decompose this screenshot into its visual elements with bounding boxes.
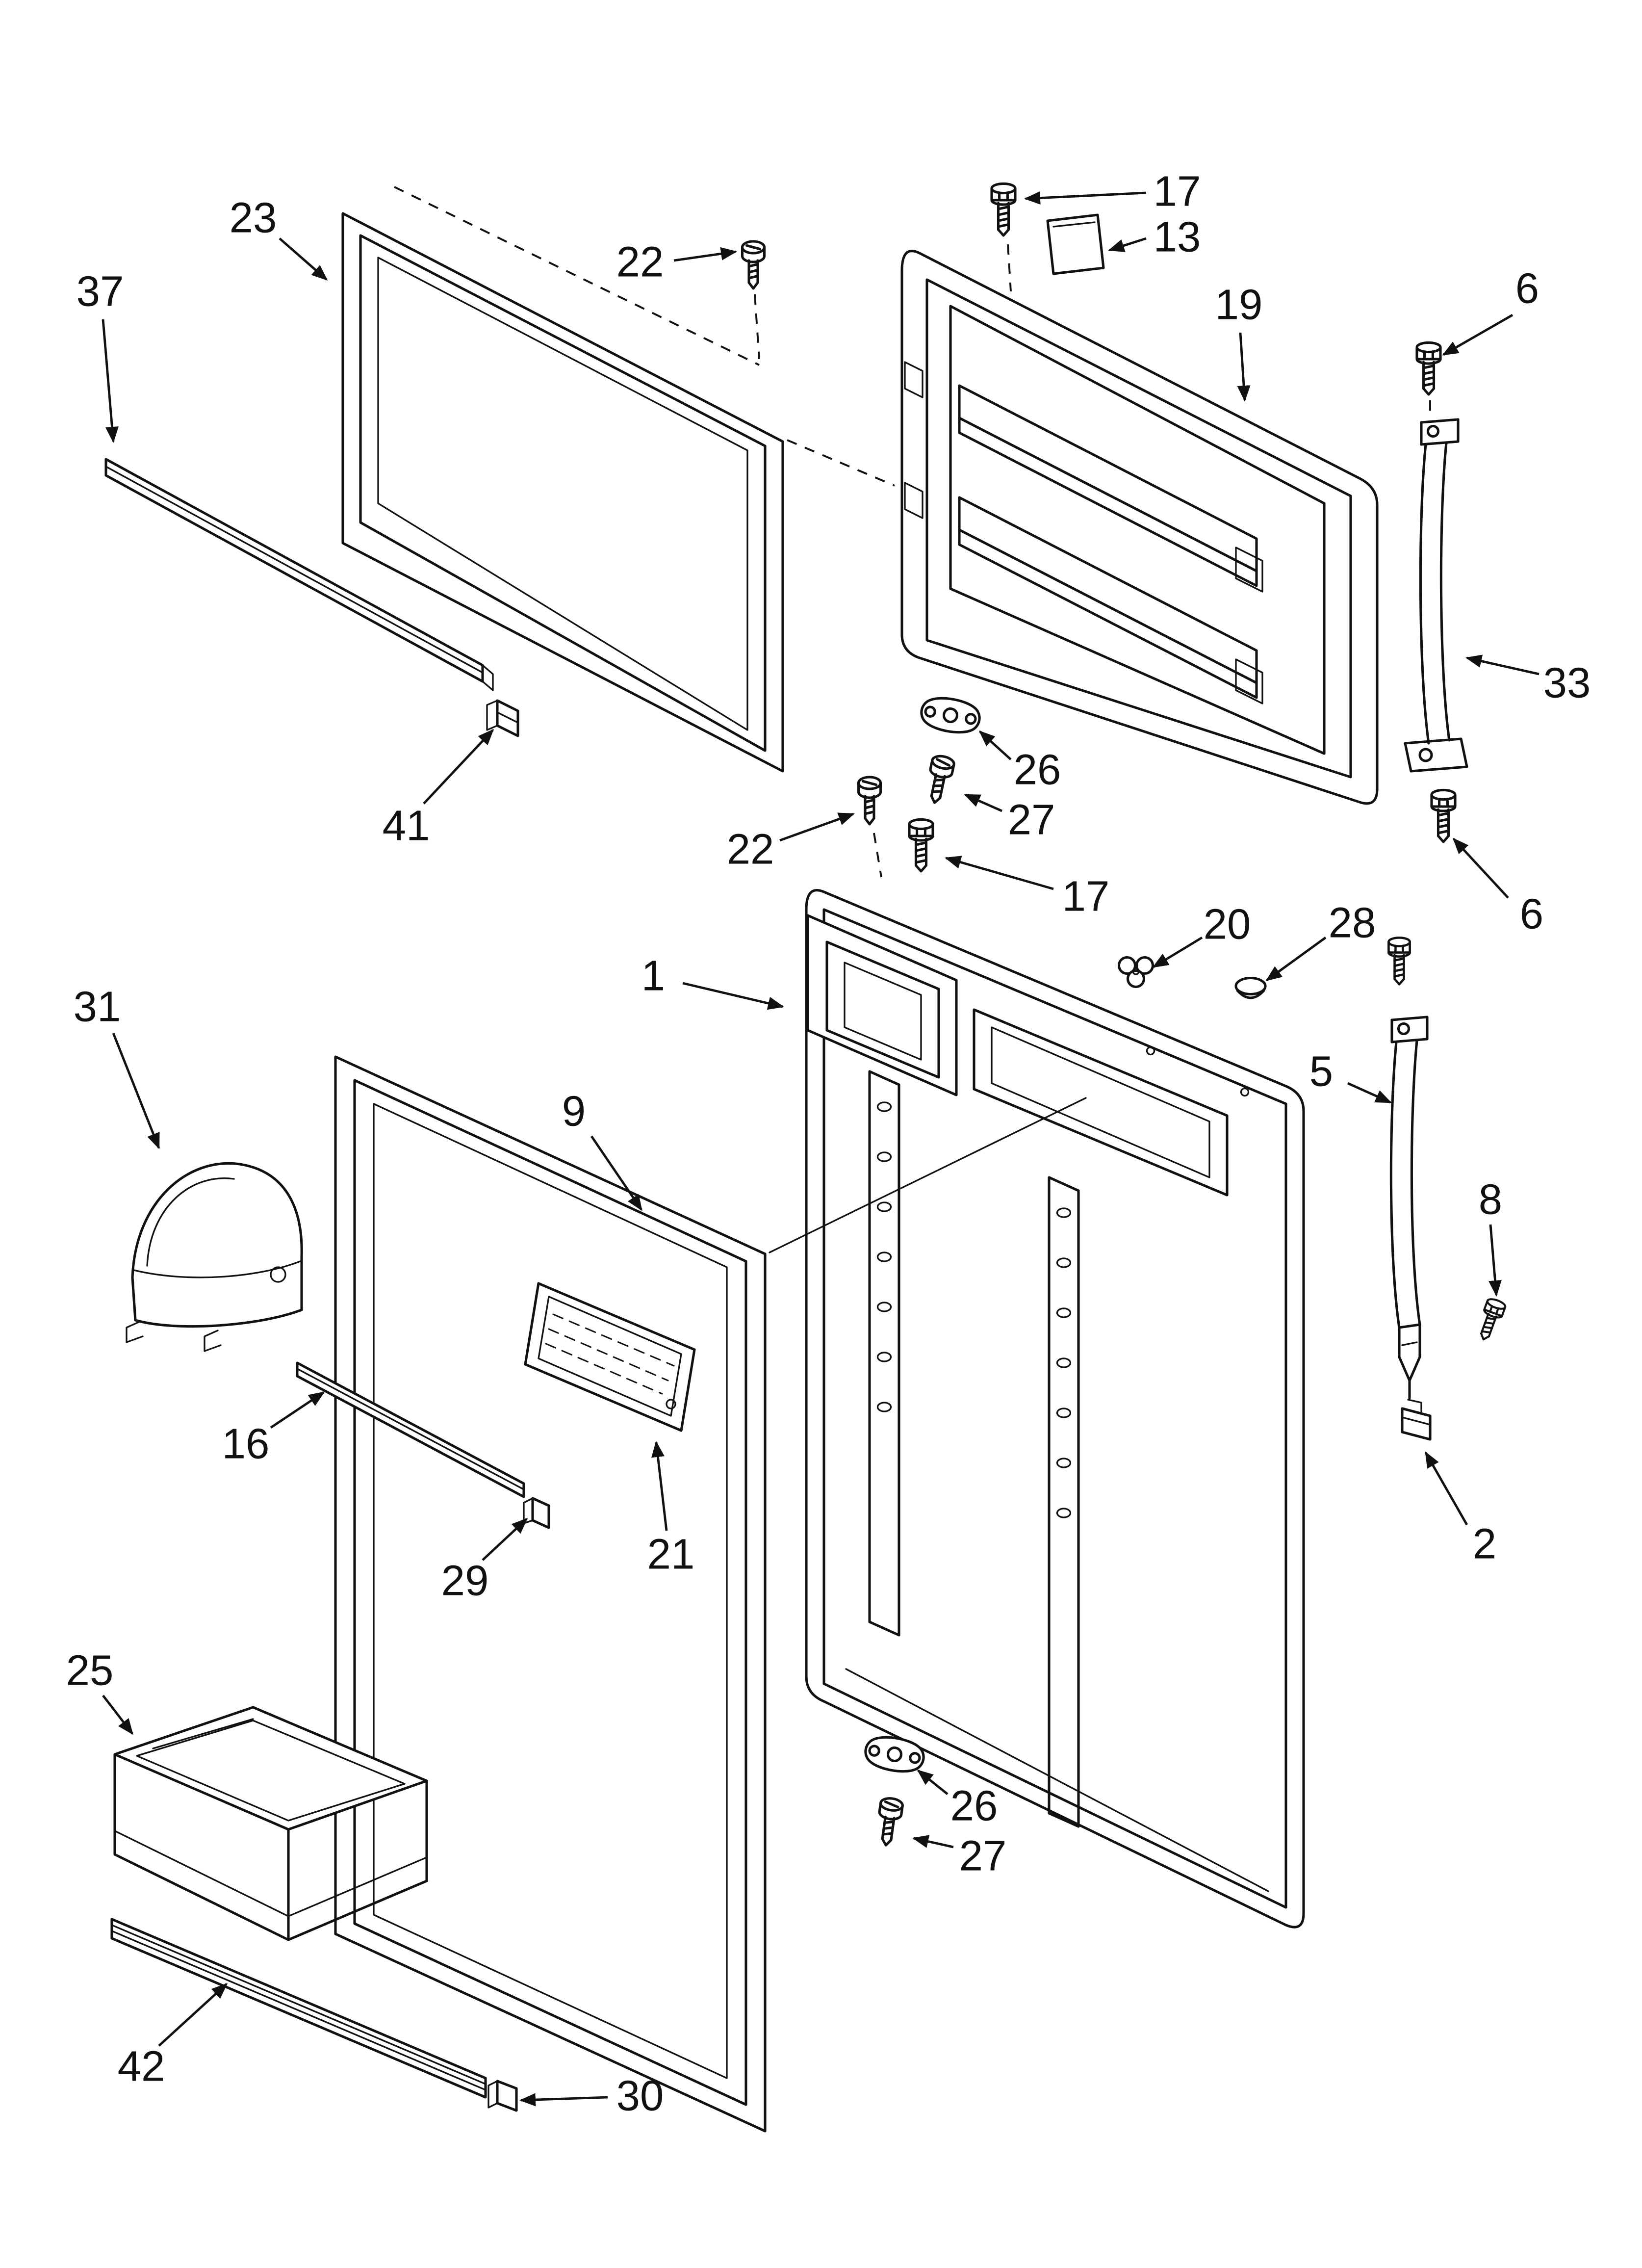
callout-arrow-26 <box>978 730 1012 760</box>
part-19-freezer-inner-door <box>900 250 1379 805</box>
callout-arrow-17 <box>1024 191 1147 205</box>
part-22-screw-top <box>743 241 765 288</box>
callout-part-8: 8 <box>1479 1176 1502 1224</box>
part-30-end-cap <box>487 2080 518 2112</box>
callout-arrow-9 <box>590 1135 642 1211</box>
callout-arrow-21 <box>651 1441 668 1531</box>
part-25-door-bin <box>113 1706 428 1941</box>
part-42-trim-strip-lower <box>110 1918 487 2099</box>
callout-part-37: 37 <box>77 268 124 315</box>
callout-arrow-2 <box>1424 1451 1468 1526</box>
callout-part-23: 23 <box>230 194 277 242</box>
callout-part-33: 33 <box>1543 659 1591 707</box>
part-1-refrigerator-inner-door <box>805 889 1305 1929</box>
callout-arrow-6 <box>1442 313 1514 356</box>
callout-part-1: 1 <box>641 952 665 1000</box>
callout-arrow-30 <box>519 2093 608 2107</box>
callout-arrow-25 <box>102 1694 133 1735</box>
part-16-trim-strip-middle <box>296 1361 525 1498</box>
callout-arrow-13 <box>1108 237 1147 252</box>
callout-arrow-31 <box>112 1033 160 1149</box>
part-27-screw-upper <box>924 755 955 805</box>
callout-arrow-28 <box>1265 937 1327 981</box>
callout-part-6: 6 <box>1515 265 1539 313</box>
callout-part-27: 27 <box>1008 796 1055 844</box>
callout-arrow-33 <box>1465 654 1539 676</box>
callout-part-16: 16 <box>222 1420 270 1468</box>
callout-arrow-17 <box>945 856 1054 890</box>
callout-part-17: 17 <box>1062 873 1110 920</box>
callout-part-6: 6 <box>1520 890 1543 938</box>
callout-arrow-6 <box>1452 837 1509 899</box>
alignment-line <box>769 1097 1087 1253</box>
callout-part-27: 27 <box>959 1832 1007 1880</box>
callout-arrow-23 <box>279 237 328 281</box>
part-26-hinge-cam-upper <box>919 694 982 736</box>
part-22-screw-middle <box>859 777 881 824</box>
callout-part-17: 17 <box>1154 168 1201 215</box>
callout-arrow-16 <box>270 1391 325 1429</box>
callout-arrow-26 <box>917 1770 949 1795</box>
callout-arrow-42 <box>158 1982 228 2047</box>
callout-part-22: 22 <box>727 826 774 873</box>
part-27-screw-lower <box>875 1797 903 1847</box>
callout-arrow-20 <box>1152 936 1203 968</box>
part-21-trim-plate <box>524 1282 696 1432</box>
part-37-trim-strip-upper <box>104 458 494 691</box>
part-6-screw-middle <box>1432 790 1455 842</box>
part-23-freezer-door-gasket <box>341 212 784 773</box>
callout-arrow-27 <box>964 793 1002 812</box>
part-31-butter-dish <box>126 1162 303 1352</box>
callout-arrow-8 <box>1488 1224 1502 1297</box>
callout-part-30: 30 <box>616 2072 664 2120</box>
callout-part-22: 22 <box>616 238 664 286</box>
callout-part-42: 42 <box>118 2043 165 2090</box>
callout-part-5: 5 <box>1309 1048 1333 1095</box>
callout-part-20: 20 <box>1204 901 1251 948</box>
callout-part-41: 41 <box>383 802 430 850</box>
construction-lines <box>394 186 1431 878</box>
callout-part-2: 2 <box>1473 1520 1496 1568</box>
callout-arrow-22 <box>673 247 737 262</box>
part-13-nameplate <box>1046 213 1105 275</box>
callout-part-26: 26 <box>950 1782 998 1830</box>
callout-part-21: 21 <box>647 1531 695 1578</box>
callout-part-26: 26 <box>1014 746 1061 794</box>
callout-part-25: 25 <box>66 1647 114 1694</box>
part-6-screw-lower <box>1388 938 1410 984</box>
callout-part-19: 19 <box>1215 281 1263 329</box>
callout-arrow-37 <box>102 319 119 443</box>
callout-arrow-29 <box>482 1517 528 1561</box>
part-6-screw-top <box>1417 342 1440 394</box>
part-17-screw-middle <box>909 819 933 871</box>
part-5-lower-hinge-bracket <box>1389 1016 1429 1400</box>
callout-arrow-1 <box>682 982 784 1010</box>
callout-part-13: 13 <box>1154 213 1201 261</box>
part-9-refrigerator-door-gasket <box>334 1055 767 2133</box>
callout-arrow-22 <box>779 812 855 842</box>
part-20-retainer-clip <box>1117 956 1155 989</box>
part-17-screw-top <box>992 183 1015 235</box>
callout-part-29: 29 <box>441 1557 489 1605</box>
callout-arrow-19 <box>1237 332 1251 402</box>
callout-part-28: 28 <box>1329 899 1376 947</box>
part-2-clip <box>1401 1399 1432 1441</box>
part-8-screw <box>1475 1297 1507 1343</box>
part-28-plug-button <box>1234 976 1267 999</box>
part-29-clip <box>523 1497 550 1529</box>
callout-part-31: 31 <box>74 983 121 1031</box>
callout-arrow-5 <box>1347 1082 1392 1104</box>
callout-part-9: 9 <box>562 1088 586 1135</box>
part-33-upper-hinge-bracket <box>1404 418 1468 773</box>
callout-arrow-41 <box>423 729 494 805</box>
part-41-clip <box>486 699 519 737</box>
callout-arrow-27 <box>912 1835 954 1849</box>
